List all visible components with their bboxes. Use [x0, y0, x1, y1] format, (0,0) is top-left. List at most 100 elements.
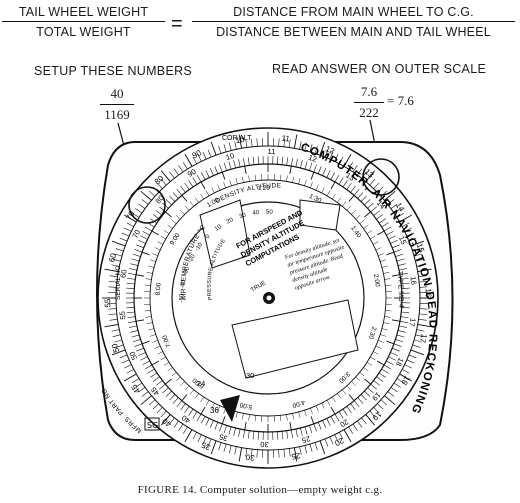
scale-tick: [314, 145, 318, 154]
scale-tick: [108, 280, 117, 283]
scale-tick: [235, 178, 238, 185]
scale-tick: [223, 182, 226, 188]
scale-tick: [126, 222, 134, 227]
altitude-window: [299, 199, 341, 231]
temp-scale-number: 30: [239, 212, 248, 220]
outer-scale-number: 30: [245, 452, 255, 462]
outer-scale-number: 17: [418, 333, 429, 344]
scale-tick: [351, 210, 356, 215]
scale-tick: [156, 407, 163, 414]
scale-tick: [315, 405, 319, 412]
scale-tick: [124, 214, 137, 223]
scale-tick: [238, 134, 243, 149]
outer-scale-number: 11: [281, 134, 291, 144]
scale-tick: [154, 247, 161, 251]
scale-tick: [214, 422, 219, 430]
scale-tick: [342, 408, 348, 416]
scale-tick: [136, 244, 144, 249]
outer-scale-number: 10: [235, 135, 246, 146]
scale-tick: [165, 211, 172, 218]
scale-tick: [135, 274, 144, 277]
scale-tick: [342, 201, 347, 207]
scale-tick: [317, 166, 322, 174]
scale-tick: [184, 406, 190, 414]
scale-tick: [381, 265, 388, 268]
inner-scale-number: 16: [409, 276, 419, 285]
scale-tick: [355, 376, 361, 382]
scale-tick: [304, 426, 308, 435]
scale-tick: [141, 391, 149, 397]
scale-tick: [395, 339, 404, 343]
scale-tick: [385, 310, 392, 312]
scale-tick: [386, 360, 394, 365]
hour-scale-number: 1:30: [308, 193, 323, 205]
scale-tick: [395, 253, 404, 257]
scale-tick: [194, 393, 199, 399]
scale-tick: [180, 403, 186, 411]
scale-tick: [401, 307, 410, 309]
scale-tick: [223, 162, 227, 171]
total-weight-label: TOTAL WEIGHT: [36, 25, 131, 39]
scale-tick: [234, 141, 237, 150]
scale-tick: [397, 330, 406, 333]
temp-scale-number: -40: [180, 279, 187, 289]
scale-tick: [419, 308, 428, 310]
inner-scale-number: 50: [128, 350, 140, 361]
scale-tick: [334, 413, 340, 422]
scale-tick: [304, 179, 307, 186]
scale-tick: [300, 427, 303, 436]
scale-tick: [390, 387, 398, 393]
equals-sign: =: [171, 13, 183, 35]
inner-scale-number: 10: [225, 151, 235, 162]
scale-tick: [377, 186, 384, 193]
hour-scale-number: 5:00: [239, 401, 253, 410]
scale-tick: [309, 162, 313, 171]
scale-tick: [364, 390, 371, 397]
answer-highlight-circle: [362, 158, 400, 196]
hour-scale-number: 2:30: [367, 326, 378, 341]
scale-tick: [138, 352, 146, 357]
scale-tick: [338, 411, 344, 419]
scale-tick: [256, 449, 258, 458]
scale-tick: [163, 230, 170, 234]
scale-tick: [286, 157, 289, 166]
scale-tick: [408, 237, 417, 242]
scale-tick: [338, 177, 344, 185]
scale-tick: [399, 273, 408, 276]
scale-tick: [165, 390, 172, 397]
scale-tick: [365, 414, 376, 426]
setup-denominator: 1169: [104, 107, 130, 122]
scale-tick: [370, 356, 376, 361]
inner-scale-number: 20: [338, 417, 350, 429]
scale-tick: [167, 367, 173, 372]
scale-tick: [375, 247, 382, 251]
scale-tick: [418, 318, 427, 321]
temp-scale-number: -50: [180, 293, 186, 302]
scale-tick: [140, 395, 152, 406]
scale-tick: [173, 420, 179, 428]
scale-tick: [299, 446, 302, 455]
inner-scale-number: 40: [180, 413, 192, 425]
scale-tick: [381, 368, 389, 374]
serial-label: SERIAL NO.: [115, 264, 122, 300]
scale-tick: [233, 427, 236, 436]
scale-tick: [280, 415, 282, 422]
scale-tick: [119, 237, 128, 242]
scale-tick: [397, 263, 406, 266]
scale-tick: [211, 403, 215, 409]
scale-tick: [380, 399, 388, 406]
scale-tick: [196, 413, 202, 422]
scale-tick: [392, 347, 400, 352]
scale-tick: [197, 434, 202, 442]
scale-tick: [348, 162, 354, 170]
scale-tick: [415, 334, 424, 337]
scale-tick: [348, 195, 355, 202]
scale-tick: [390, 203, 398, 209]
scale-tick: [417, 268, 432, 273]
scale-tick: [192, 411, 198, 419]
scale-tick: [223, 144, 227, 152]
scale-tick: [310, 182, 313, 188]
scale-tick: [115, 248, 124, 252]
scale-tick: [309, 444, 313, 452]
